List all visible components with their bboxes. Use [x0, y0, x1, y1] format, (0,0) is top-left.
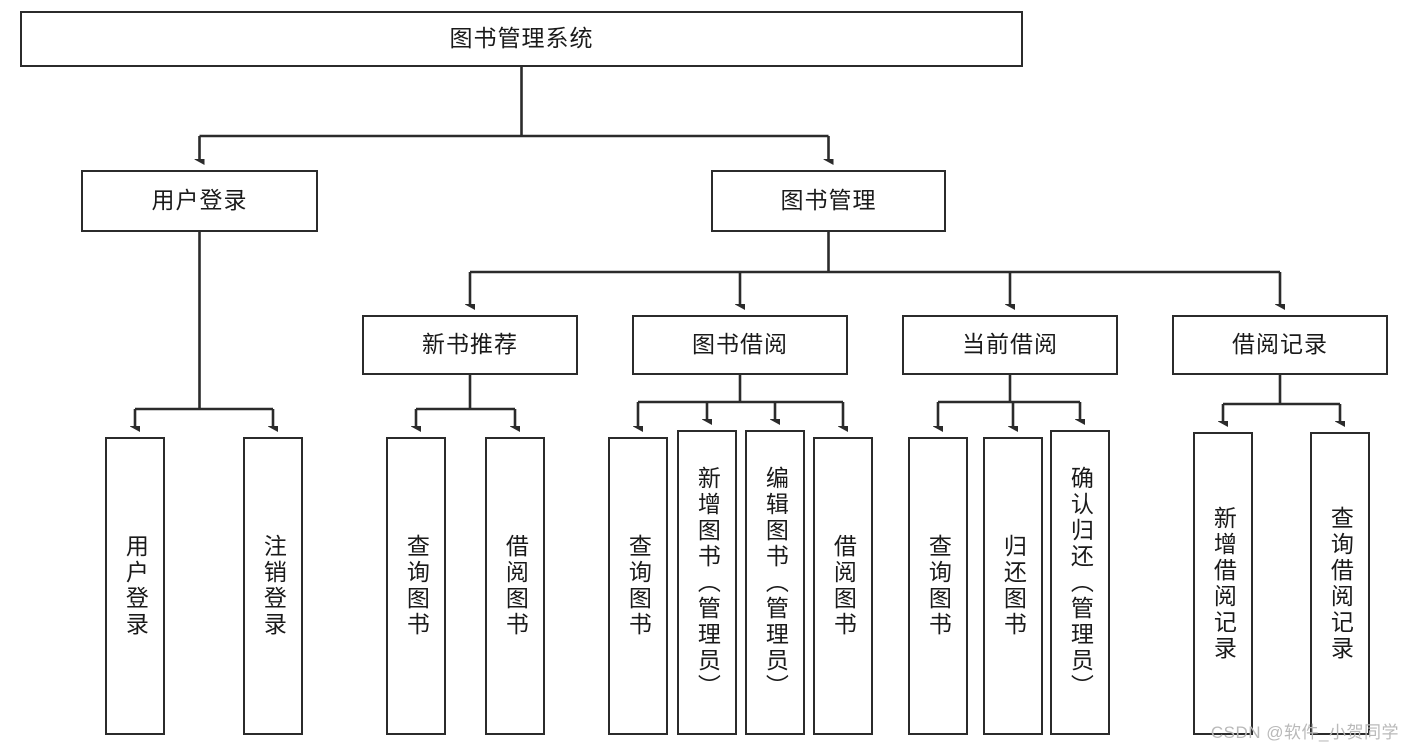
node-book-manage[interactable]: 图书管理 [711, 170, 946, 232]
node-leaf-add-book[interactable]: 新增图书（管理员） [677, 430, 737, 735]
node-label: 查询借阅记录 [1327, 505, 1354, 662]
node-label: 借阅图书 [830, 534, 857, 638]
node-leaf-query-book-rec[interactable]: 查询图书 [386, 437, 446, 735]
watermark-label: CSDN @软件_小贺同学 [1210, 723, 1399, 742]
node-label: 图书借阅 [692, 331, 788, 358]
node-label: 查询图书 [925, 534, 952, 638]
node-label: 当前借阅 [962, 331, 1058, 358]
node-leaf-query-book-cur[interactable]: 查询图书 [908, 437, 968, 735]
node-label: 查询图书 [403, 534, 430, 638]
node-label: 归还图书 [1000, 534, 1027, 638]
node-leaf-query-record[interactable]: 查询借阅记录 [1310, 432, 1370, 735]
node-user-login[interactable]: 用户登录 [81, 170, 318, 232]
node-leaf-return-book[interactable]: 归还图书 [983, 437, 1043, 735]
node-label: 用户登录 [151, 187, 248, 214]
node-leaf-borrow-book[interactable]: 借阅图书 [813, 437, 873, 735]
node-leaf-borrow-book-rec[interactable]: 借阅图书 [485, 437, 545, 735]
node-leaf-user-logout[interactable]: 注销登录 [243, 437, 303, 735]
node-label: 新增图书（管理员） [694, 465, 721, 700]
node-label: 确认归还（管理员） [1067, 465, 1094, 700]
node-label: 借阅图书 [502, 534, 529, 638]
node-label: 图书管理系统 [449, 25, 594, 52]
node-leaf-user-login[interactable]: 用户登录 [105, 437, 165, 735]
node-label: 用户登录 [122, 534, 149, 638]
node-label: 查询图书 [625, 534, 652, 638]
node-label: 新增借阅记录 [1210, 505, 1237, 662]
node-leaf-query-book-borrow[interactable]: 查询图书 [608, 437, 668, 735]
node-new-book-recommend[interactable]: 新书推荐 [362, 315, 578, 375]
node-root[interactable]: 图书管理系统 [20, 11, 1023, 67]
node-label: 新书推荐 [422, 331, 518, 358]
node-book-borrow[interactable]: 图书借阅 [632, 315, 848, 375]
node-leaf-add-record[interactable]: 新增借阅记录 [1193, 432, 1253, 735]
node-label: 借阅记录 [1232, 331, 1328, 358]
node-leaf-edit-book[interactable]: 编辑图书（管理员） [745, 430, 805, 735]
node-label: 图书管理 [780, 187, 877, 214]
node-leaf-confirm-return[interactable]: 确认归还（管理员） [1050, 430, 1110, 735]
node-label: 编辑图书（管理员） [762, 465, 789, 700]
node-label: 注销登录 [260, 534, 287, 638]
node-current-borrow[interactable]: 当前借阅 [902, 315, 1118, 375]
node-borrow-record[interactable]: 借阅记录 [1172, 315, 1388, 375]
